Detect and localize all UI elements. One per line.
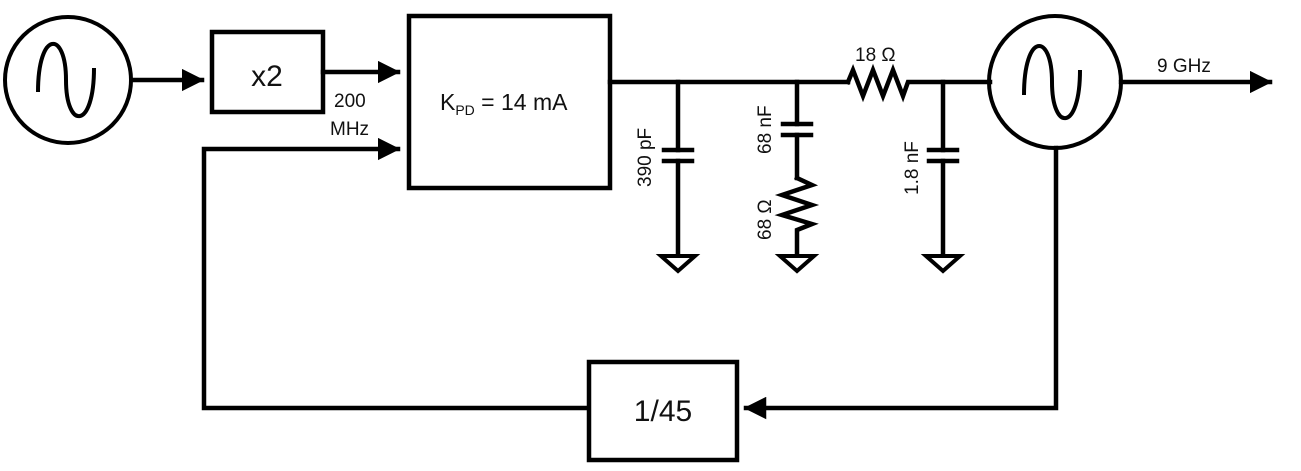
- divider-box: [586, 359, 740, 463]
- r2-label: 68 Ω: [755, 199, 776, 240]
- phase-detector-block: KPD = 14 mA: [406, 13, 613, 191]
- resistor-r2: [774, 175, 820, 257]
- phase-detector-box: [406, 13, 613, 191]
- wire-feedback-to-pfd: [201, 137, 590, 411]
- vco: [987, 14, 1123, 150]
- c1-label: 390 pF: [635, 128, 656, 187]
- capacitor-c3: [926, 79, 960, 257]
- output-freq-label: 9 GHz: [1157, 56, 1211, 77]
- ref-freq-label-line2: MHz: [330, 119, 369, 140]
- resistor-r3: [845, 63, 993, 103]
- sine-wave-icon: [36, 42, 96, 118]
- ground-icon: [920, 254, 966, 274]
- capacitor-c1: [661, 79, 695, 257]
- divider-label: 1/45: [634, 395, 692, 428]
- ref-freq-label-line1: 200: [334, 91, 366, 112]
- sine-wave-icon: [1022, 44, 1082, 120]
- divider-block: 1/45: [586, 359, 740, 463]
- capacitor-c2: [780, 79, 814, 181]
- frequency-doubler-box: [209, 29, 326, 115]
- r3-label: 18 Ω: [855, 45, 896, 66]
- frequency-doubler-label: x2: [251, 60, 283, 93]
- ground-icon: [774, 254, 820, 274]
- c3-label: 1.8 nF: [902, 141, 923, 195]
- c2-label: 68 nF: [755, 105, 776, 154]
- frequency-doubler-block: x2: [209, 29, 326, 115]
- wire-vco-to-divider: [743, 145, 1059, 420]
- ground-icon: [655, 254, 701, 274]
- vco-circle: [987, 14, 1123, 150]
- phase-detector-label: KPD = 14 mA: [440, 89, 568, 118]
- reference-oscillator: [3, 15, 133, 145]
